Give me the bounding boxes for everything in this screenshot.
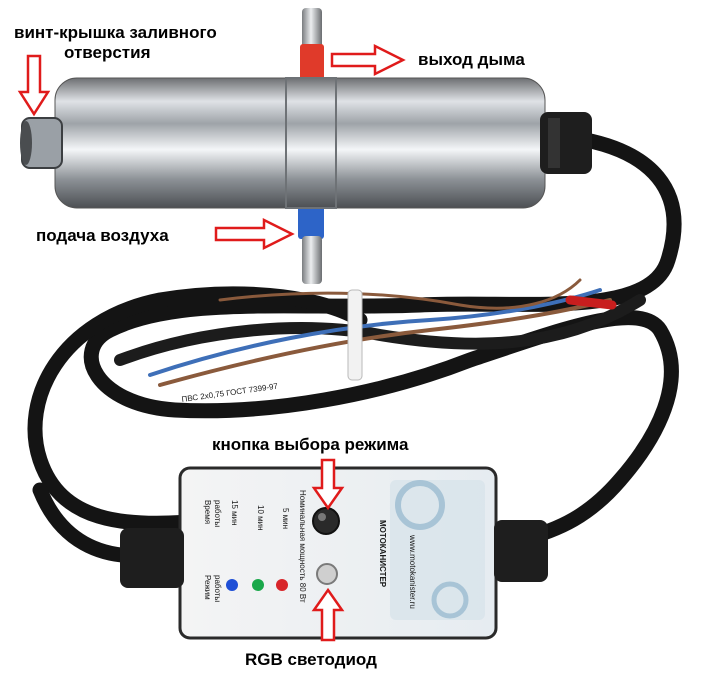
- brown-wire-2: [218, 278, 582, 310]
- cylinder-joint: [285, 77, 337, 209]
- label-rgb-led: RGB светодиод: [245, 650, 377, 669]
- mode-button[interactable]: [312, 507, 340, 535]
- time-label-line1: Время: [203, 500, 212, 524]
- air-rod: [302, 236, 322, 284]
- smoke-tube-red: [300, 44, 324, 84]
- time-10: 10 мин: [256, 505, 265, 531]
- brown-wire: [158, 298, 612, 387]
- mode-label-line2: работы: [213, 575, 222, 602]
- label-air-in: подача воздуха: [36, 226, 169, 245]
- cable-gland-cylinder: [540, 112, 592, 174]
- cable-loop-left: [27, 286, 368, 531]
- arrow-rgb-led: [311, 587, 345, 642]
- screw-cap-face: [20, 121, 32, 165]
- label-screw-cap-line1: винт-крышка заливного: [14, 23, 217, 42]
- mode-button-highlight: [318, 513, 326, 521]
- clip-red: [565, 295, 617, 310]
- time-label-line2: работы: [213, 500, 222, 527]
- arrow-air-in: [214, 217, 295, 251]
- label-mode-button: кнопка выбора режима: [212, 435, 409, 454]
- label-screw-cap-line2: отверстия: [64, 42, 151, 62]
- label-screw-cap: винт-крышка заливного отверстия: [14, 23, 217, 62]
- gear-circle-1: [395, 480, 445, 530]
- power-text: Номинальная мощность 80 Вт: [298, 490, 307, 603]
- panel-mode-label: Режим работы: [203, 575, 222, 602]
- cable-gland-box-left: [120, 528, 184, 588]
- led-indicator-green: [252, 579, 264, 591]
- cable-to-tube: [83, 130, 682, 548]
- led-indicator-blue: [226, 579, 238, 591]
- led-indicator-red: [276, 579, 288, 591]
- arrow-screw-cap: [17, 54, 51, 117]
- mode-label-line1: Режим: [203, 575, 212, 600]
- arrow-smoke-out: [330, 43, 406, 77]
- zip-tie: [347, 289, 363, 381]
- annotation-arrows: [17, 43, 406, 642]
- blue-wire: [148, 288, 602, 377]
- url-text: www.motokanister.ru: [408, 534, 417, 609]
- label-smoke-out: выход дыма: [418, 50, 525, 69]
- time-5: 5 мин: [281, 508, 290, 529]
- gear-circle-2: [431, 581, 469, 619]
- panel-time-label: Время работы: [203, 500, 222, 527]
- time-15: 15 мин: [230, 500, 239, 526]
- generator-cylinder: [54, 77, 546, 209]
- cable-bundle: [27, 130, 682, 564]
- arrow-mode-button: [311, 458, 345, 511]
- brand-text: МОТОКАНИСТЕР: [378, 520, 387, 588]
- cable-gland-box-right: [494, 520, 548, 582]
- gear-decoration: [390, 480, 485, 620]
- cable-gland-cylinder-nut: [548, 118, 560, 168]
- rgb-led: [316, 563, 338, 585]
